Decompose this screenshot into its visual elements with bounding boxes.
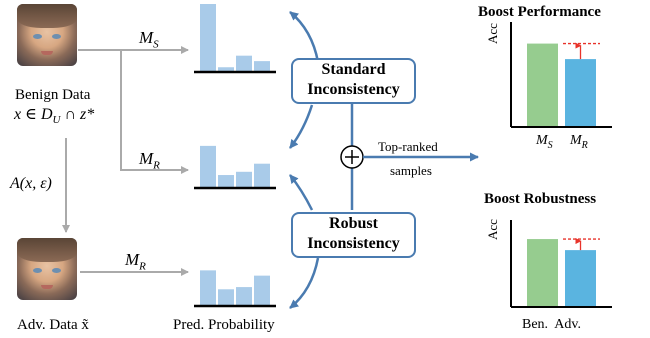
prob-bar — [218, 289, 234, 306]
robustness-xlabels: Ben. Adv. — [522, 317, 581, 332]
robustness-chart — [510, 220, 612, 308]
adv-label: Adv. Data x̃ — [17, 317, 89, 333]
prob-bar — [254, 61, 270, 72]
prob-bar — [200, 145, 216, 188]
prob-bar — [254, 163, 270, 188]
prob-bar — [236, 171, 252, 188]
prob-chart-standard — [194, 4, 276, 74]
acc-bar — [527, 43, 558, 127]
prob-chart-robust-adv — [194, 270, 276, 308]
top-ranked-line2: samples — [390, 163, 432, 178]
robustness-title: Boost Robustness — [484, 191, 597, 207]
performance-chart — [510, 22, 612, 128]
benign-formula: x ∈ DU ∩ z* — [14, 106, 95, 127]
prob-caption: Pred. Probability — [173, 317, 275, 333]
prob-bar — [254, 275, 270, 306]
curve-robust-to-mid — [289, 174, 314, 211]
standard-line2: Inconsistency — [307, 81, 400, 98]
prob-bar — [236, 287, 252, 306]
prob-bar — [200, 270, 216, 306]
performance-xlabel-mr: MR — [570, 133, 588, 151]
standard-line1: Standard — [321, 61, 386, 78]
acc-bar — [565, 250, 596, 307]
attack-label: A(x, ε) — [10, 175, 52, 192]
arrow-benign-to-mr — [120, 50, 189, 174]
robust-inconsistency-box: Robust Inconsistency — [291, 212, 416, 258]
performance-xlabel-ms: MS — [536, 133, 553, 151]
adversarial-face-image — [17, 238, 77, 300]
model-ms-label: MS — [139, 28, 159, 51]
acc-bar — [527, 239, 558, 307]
curve-robust-to-bottom — [289, 257, 320, 309]
prob-bar — [200, 4, 216, 72]
model-mr-label-bottom: MR — [125, 250, 146, 273]
model-mr-label-mid: MR — [139, 149, 160, 172]
prob-bar — [218, 175, 234, 188]
performance-title: Boost Performance — [478, 4, 601, 20]
prob-bar — [236, 55, 252, 72]
benign-title: Benign Data — [15, 87, 91, 103]
benign-face-image — [17, 4, 77, 66]
curve-standard-to-top — [289, 11, 320, 63]
acc-bar — [565, 59, 596, 127]
prob-bar — [218, 67, 234, 72]
curve-standard-to-mid — [289, 104, 314, 149]
performance-ylabel: Acc — [485, 23, 500, 44]
standard-inconsistency-box: Standard Inconsistency — [291, 58, 416, 104]
robust-line1: Robust — [329, 215, 378, 232]
prob-chart-robust-benign — [194, 145, 276, 190]
robustness-ylabel: Acc — [485, 219, 500, 240]
robust-line2: Inconsistency — [307, 235, 400, 252]
top-ranked-line1: Top-ranked — [378, 139, 438, 154]
